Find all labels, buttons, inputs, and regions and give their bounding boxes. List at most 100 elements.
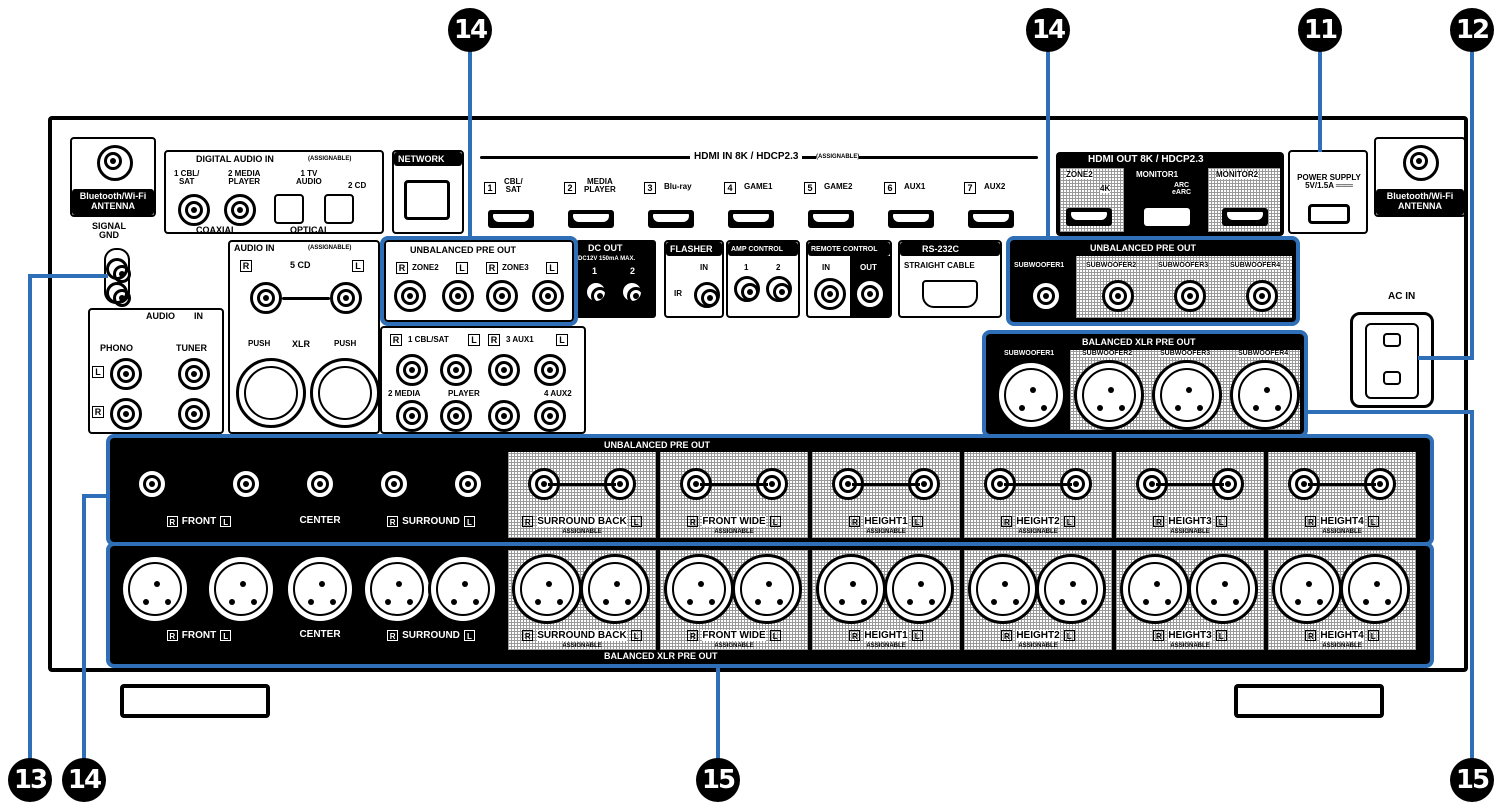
cbl-r[interactable] bbox=[396, 354, 428, 386]
unbal-sub-3[interactable] bbox=[1174, 280, 1206, 312]
flasher: FLASHER IN IR bbox=[664, 240, 724, 318]
hdmi-in-port-2[interactable] bbox=[568, 210, 614, 228]
aux2-l[interactable] bbox=[534, 400, 566, 432]
dc-out-1[interactable] bbox=[584, 280, 609, 305]
hdmi-out-monitor2[interactable] bbox=[1222, 208, 1268, 226]
bal_main-height3-r[interactable] bbox=[1120, 554, 1190, 624]
optical-in-2[interactable] bbox=[324, 194, 354, 224]
xlr-in-l[interactable] bbox=[310, 358, 380, 428]
antenna-right-connector[interactable] bbox=[1403, 145, 1439, 181]
zone2-l[interactable] bbox=[442, 280, 474, 312]
bal_main-surround-l[interactable] bbox=[428, 554, 498, 624]
bal-sub-2[interactable] bbox=[1074, 360, 1144, 430]
remote-in[interactable] bbox=[814, 278, 846, 310]
antenna-right[interactable]: Bluetooth/Wi-Fi ANTENNA bbox=[1374, 137, 1466, 217]
bal_main-height2-r[interactable] bbox=[968, 554, 1038, 624]
hdmi-in-port-3[interactable] bbox=[648, 210, 694, 228]
hdmi-in-port-4[interactable] bbox=[728, 210, 774, 228]
aux2-r[interactable] bbox=[488, 400, 520, 432]
unbal_main-center-c[interactable] bbox=[304, 468, 336, 500]
unbal-sub-1[interactable] bbox=[1030, 280, 1062, 312]
dc-out-2[interactable] bbox=[620, 280, 645, 305]
bal_main-front-r[interactable] bbox=[120, 554, 190, 624]
remote-out[interactable] bbox=[854, 278, 886, 310]
hdmi-out-zone2[interactable] bbox=[1066, 208, 1112, 226]
phono-r[interactable] bbox=[110, 398, 142, 430]
unbal_main-height1-l[interactable] bbox=[908, 468, 940, 500]
unbal_main-surround-l[interactable] bbox=[452, 468, 484, 500]
bal_main-height4-r[interactable] bbox=[1272, 554, 1342, 624]
hdmi-in-port-6[interactable] bbox=[888, 210, 934, 228]
bal-sub-label: SUBWOOFER3 bbox=[1160, 350, 1211, 357]
unbal-sub-2[interactable] bbox=[1102, 280, 1134, 312]
usb-port[interactable] bbox=[1308, 204, 1350, 224]
ac-in-socket[interactable] bbox=[1350, 312, 1434, 408]
bal_main-surround-r[interactable] bbox=[362, 554, 432, 624]
unbal_main-surround-back-l[interactable] bbox=[604, 468, 636, 500]
bal_main-height4-l[interactable] bbox=[1340, 554, 1410, 624]
zone2-r[interactable] bbox=[394, 280, 426, 312]
rs232c-port[interactable] bbox=[922, 280, 978, 308]
bal-sub-3[interactable] bbox=[1152, 360, 1222, 430]
unbal_main-group-1: CENTER bbox=[286, 452, 354, 538]
tuner-r[interactable] bbox=[178, 398, 210, 430]
unbal_main-surround-r[interactable] bbox=[378, 468, 410, 500]
hdmi-in-port-1[interactable] bbox=[488, 210, 534, 228]
bal-sub-1[interactable] bbox=[996, 360, 1066, 430]
cd-l[interactable] bbox=[330, 282, 362, 314]
unbal-sub-4[interactable] bbox=[1246, 280, 1278, 312]
bal-sub-label: SUBWOOFER4 bbox=[1238, 350, 1289, 357]
optical-in-1[interactable] bbox=[274, 194, 304, 224]
unbal_main-height3-r[interactable] bbox=[1136, 468, 1168, 500]
aux1-r[interactable] bbox=[488, 354, 520, 386]
cbl-l[interactable] bbox=[440, 354, 472, 386]
hdmi-in-port-7[interactable] bbox=[968, 210, 1014, 228]
zone3-l[interactable] bbox=[532, 280, 564, 312]
bal_main-center-c[interactable] bbox=[285, 554, 355, 624]
unbal_main-front-r[interactable] bbox=[136, 468, 168, 500]
tuner-l[interactable] bbox=[178, 358, 210, 390]
sub-label: SUBWOOFER2 bbox=[1086, 262, 1137, 269]
bal_main-height2-l[interactable] bbox=[1036, 554, 1106, 624]
bal_main-front-wide-l[interactable] bbox=[732, 554, 802, 624]
zone3-r[interactable] bbox=[486, 280, 518, 312]
bal_main-assignable: ASSIGNABLE bbox=[562, 643, 602, 649]
digital-audio-in: DIGITAL AUDIO IN (ASSIGNABLE) 1 CBL/ SAT… bbox=[164, 150, 384, 235]
network-port[interactable] bbox=[404, 180, 450, 220]
hdmi-out-monitor1[interactable] bbox=[1144, 208, 1190, 226]
unbal_main-front-l[interactable] bbox=[230, 468, 262, 500]
hdmi-in-port-5[interactable] bbox=[808, 210, 854, 228]
bal_main-front-l[interactable] bbox=[206, 554, 276, 624]
antenna-left-label: Bluetooth/Wi-Fi ANTENNA bbox=[79, 191, 147, 211]
bal_main-height1-l[interactable] bbox=[884, 554, 954, 624]
phono-l[interactable] bbox=[110, 358, 142, 390]
amp-control-1[interactable] bbox=[734, 276, 760, 302]
gnd-screw-2 bbox=[106, 282, 131, 307]
bal_main-height3-l[interactable] bbox=[1188, 554, 1258, 624]
amp-control-2[interactable] bbox=[766, 276, 792, 302]
bal_main-front-wide-r[interactable] bbox=[664, 554, 734, 624]
unbal_main-assignable: ASSIGNABLE bbox=[1018, 529, 1058, 535]
amp-control: AMP CONTROL 1 2 bbox=[726, 240, 800, 318]
aux1-l[interactable] bbox=[534, 354, 566, 386]
unbal_main-front-wide-l[interactable] bbox=[756, 468, 788, 500]
coaxial-in-2[interactable] bbox=[224, 194, 256, 226]
flasher-in[interactable] bbox=[694, 282, 720, 308]
antenna-left[interactable]: Bluetooth/Wi-Fi ANTENNA bbox=[70, 137, 156, 217]
bal-sub-4[interactable] bbox=[1230, 360, 1300, 430]
antenna-left-connector[interactable] bbox=[97, 145, 133, 181]
bal_main-surround-back-l[interactable] bbox=[580, 554, 650, 624]
ac-in-label: AC IN bbox=[1388, 291, 1416, 302]
bal_main-height1-r[interactable] bbox=[816, 554, 886, 624]
coaxial-in-1[interactable] bbox=[178, 194, 210, 226]
media-l[interactable] bbox=[440, 400, 472, 432]
xlr-in-r[interactable] bbox=[236, 358, 306, 428]
media-r[interactable] bbox=[396, 400, 428, 432]
cd-r[interactable] bbox=[250, 282, 282, 314]
